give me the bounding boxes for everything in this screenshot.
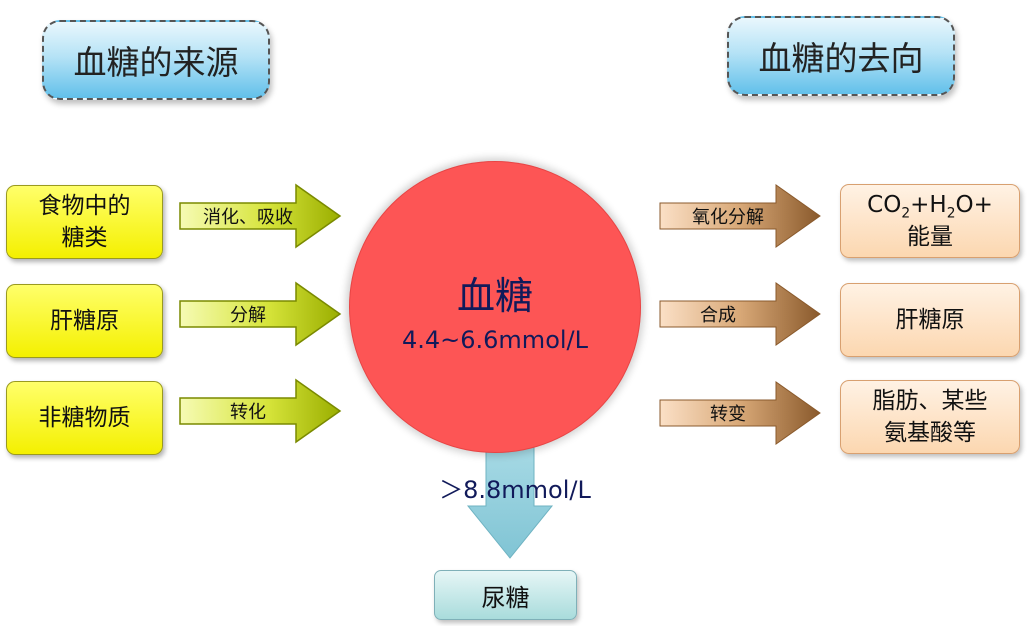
arrow-decomposition <box>179 281 342 347</box>
dest-fat-line1: 脂肪、某些 <box>872 388 988 414</box>
source-box-liver-glycogen: 肝糖原 <box>6 284 163 358</box>
arrow-label-synthesis: 合成 <box>700 305 736 326</box>
blood-sugar-circle <box>349 161 641 453</box>
arrow-label-digestion-absorption: 消化、吸收 <box>203 207 293 228</box>
arrow-label-decomposition: 分解 <box>230 305 266 326</box>
arrow-conversion <box>179 378 342 444</box>
dest-energy-line: 能量 <box>907 224 953 250</box>
formula-plus-h: +H <box>910 192 947 218</box>
threshold-label: ＞8.8mmol/L <box>439 476 591 504</box>
arrow-oxidative-decomposition <box>659 184 821 248</box>
sources-header: 血糖的来源 <box>42 20 270 100</box>
formula-o-plus: O+ <box>955 192 993 218</box>
dest-formula-line: CO2+H2O+ <box>867 189 993 221</box>
dest-fat-line2: 氨基酸等 <box>884 420 976 446</box>
arrow-transformation <box>659 381 821 445</box>
destinations-header: 血糖的去向 <box>727 16 955 96</box>
arrow-label-conversion: 转化 <box>230 402 266 423</box>
blood-sugar-range: 4.4~6.6mmol/L <box>401 326 588 354</box>
dest-box-fat-amino-acids: 脂肪、某些 氨基酸等 <box>840 380 1020 454</box>
source-box-food-sugar: 食物中的 糖类 <box>6 185 163 259</box>
arrow-digestion-absorption <box>179 183 342 249</box>
blood-sugar-title: 血糖 <box>456 274 533 318</box>
arrow-synthesis <box>659 282 821 346</box>
formula-sub-2b: 2 <box>946 205 956 222</box>
arrow-down-to-urine <box>466 439 554 559</box>
formula-co: CO <box>867 192 902 218</box>
arrow-label-transformation: 转变 <box>710 404 746 425</box>
urine-sugar-box: 尿糖 <box>434 570 577 620</box>
dest-box-liver-glycogen: 肝糖原 <box>840 283 1020 357</box>
dest-box-co2-h2o-energy: CO2+H2O+ 能量 <box>840 184 1020 258</box>
arrow-label-oxidative-decomposition: 氧化分解 <box>692 207 764 228</box>
source-box-non-sugar: 非糖物质 <box>6 381 163 455</box>
formula-sub-2a: 2 <box>901 205 911 222</box>
